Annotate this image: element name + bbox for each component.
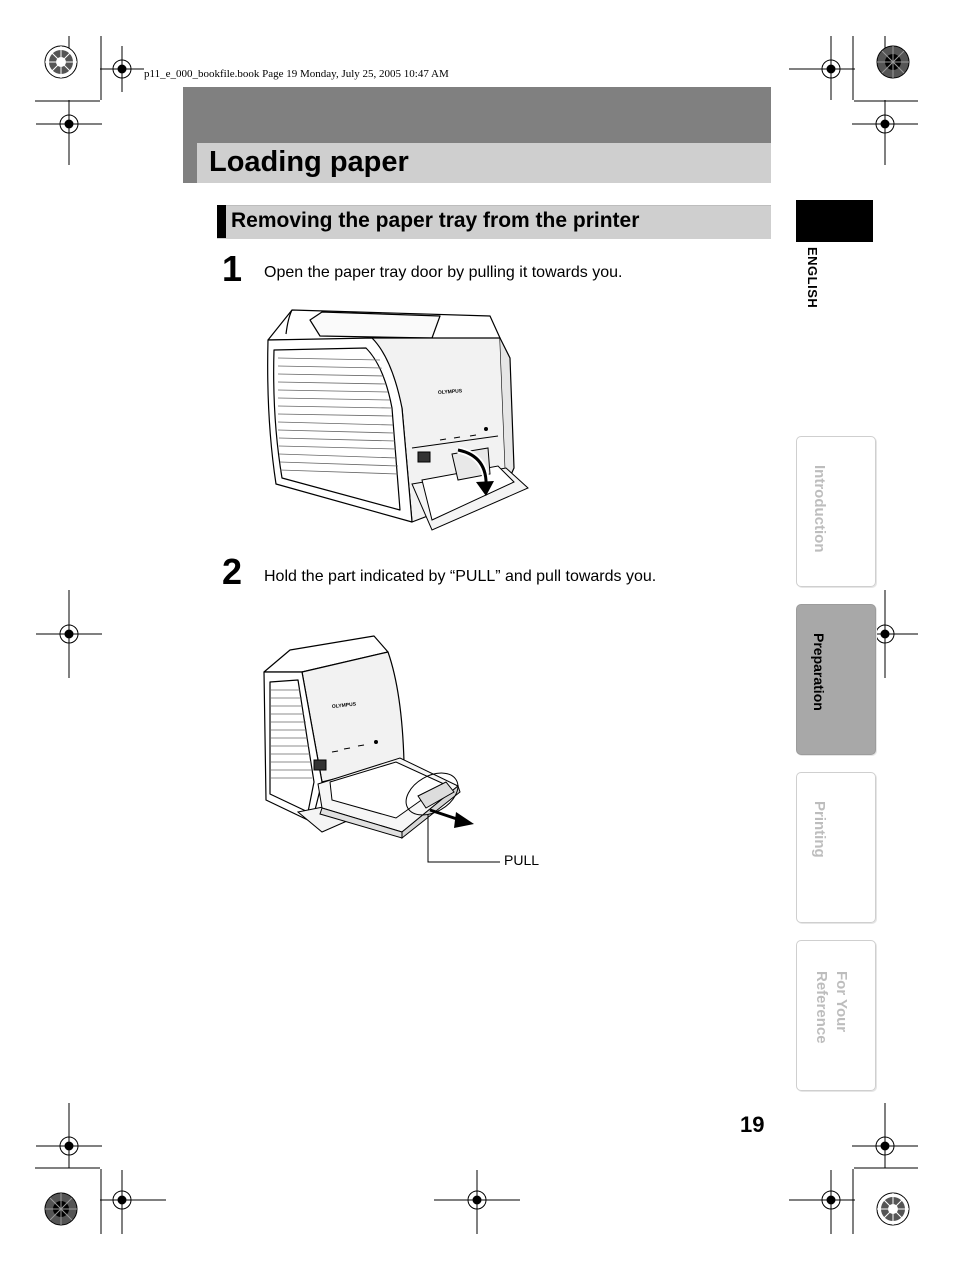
step-1-number: 1 bbox=[222, 248, 243, 289]
tab-for-your-reference-label: For Your Reference bbox=[813, 971, 850, 1044]
step-2-text: Hold the part indicated by “PULL” and pu… bbox=[264, 568, 657, 585]
tab-printing-label: Printing bbox=[811, 801, 828, 858]
pull-callout-label: PULL bbox=[504, 852, 540, 868]
title-band-stripe bbox=[183, 143, 197, 183]
page-title: Loading paper bbox=[209, 146, 409, 178]
language-tab-block bbox=[796, 200, 873, 242]
brand-logo-2: OLYMPUS bbox=[332, 701, 357, 710]
language-label: ENGLISH bbox=[805, 247, 820, 309]
print-file-header: p11_e_000_bookfile.book Page 19 Monday, … bbox=[144, 68, 449, 80]
title-band-top bbox=[183, 87, 771, 144]
printer-door-open-illustration: OLYMPUS bbox=[267, 309, 529, 531]
tab-preparation[interactable]: Preparation bbox=[796, 604, 876, 755]
tab-printing[interactable]: Printing bbox=[796, 772, 876, 923]
brand-logo: OLYMPUS bbox=[438, 388, 463, 396]
pull-tray-illustration: OLYMPUS bbox=[263, 635, 500, 863]
section-heading: Removing the paper tray from the printer bbox=[231, 209, 640, 232]
tab-introduction[interactable]: Introduction bbox=[796, 436, 876, 587]
step-1-text: Open the paper tray door by pulling it t… bbox=[264, 264, 623, 281]
tab-introduction-label: Introduction bbox=[811, 465, 828, 553]
tab-preparation-label: Preparation bbox=[811, 633, 827, 711]
section-heading-marker bbox=[217, 205, 226, 238]
tab-for-your-reference[interactable]: For Your Reference bbox=[796, 940, 876, 1091]
title-band bbox=[183, 143, 771, 183]
page-number: 19 bbox=[740, 1112, 765, 1137]
section-heading-band bbox=[217, 205, 771, 239]
step-2-number: 2 bbox=[222, 551, 243, 592]
